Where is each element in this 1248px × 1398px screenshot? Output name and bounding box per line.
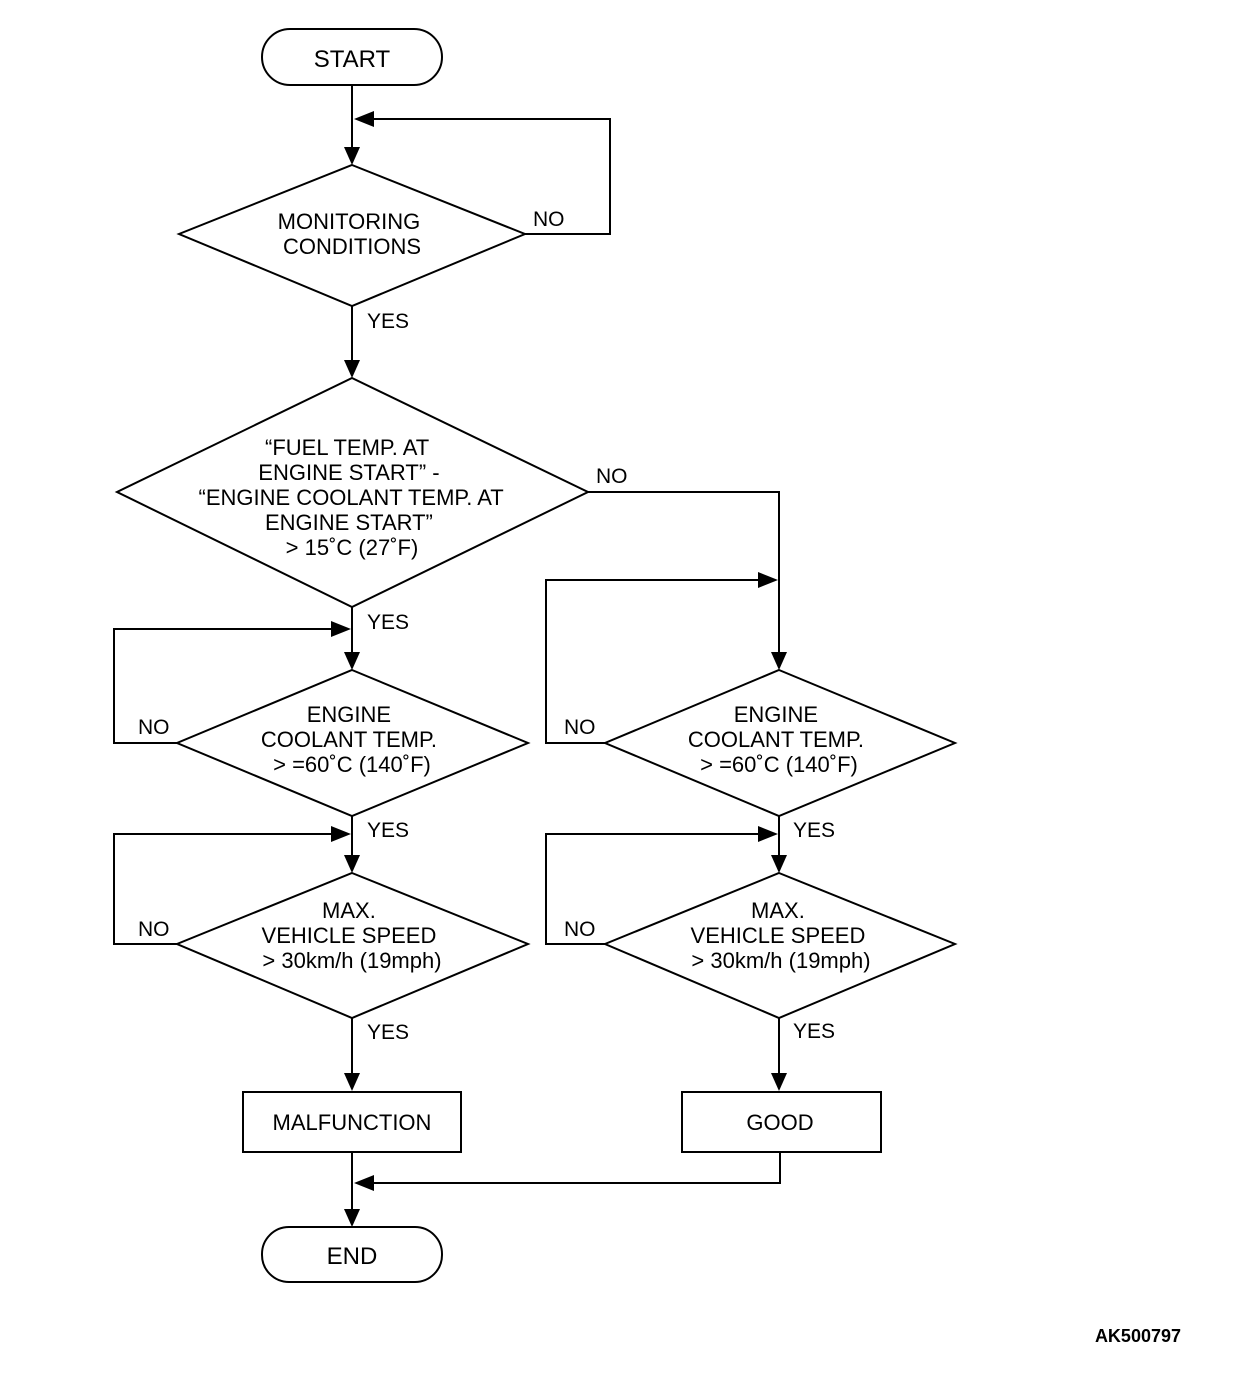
edge-coolant-left-no-loop bbox=[113, 628, 335, 744]
arrowhead-down bbox=[344, 147, 360, 165]
svg-text:“FUEL TEMP. AT ENGINE ST: “FUEL TEMP. AT ENGINE START” - “ENGINE C… bbox=[199, 435, 510, 560]
speed-left-line-3: > 30km/h (19mph) bbox=[262, 948, 441, 973]
arrowheads bbox=[331, 111, 787, 1227]
monitoring-conditions-decision: MONITORING CONDITIONS bbox=[176, 163, 528, 308]
reference-code: AK500797 bbox=[1095, 1326, 1181, 1346]
vehicle-speed-left-decision: MAX. VEHICLE SPEED > 30km/h (19mph) bbox=[174, 871, 531, 1020]
coolant-left-line-2: COOLANT TEMP. bbox=[261, 727, 437, 752]
edge-coolant-right-no-loop bbox=[545, 579, 762, 744]
start-label: START bbox=[314, 46, 391, 73]
arrowhead-left bbox=[354, 1175, 374, 1191]
vehicle-speed-right-decision: MAX. VEHICLE SPEED > 30km/h (19mph) bbox=[602, 871, 958, 1020]
svg-text:ENGINE COOLANT TEMP.: ENGINE COOLANT TEMP. > =60˚C (140˚F) bbox=[688, 702, 870, 777]
coolant-right-yes-label: YES bbox=[793, 819, 835, 842]
fuel-temp-line-1: “FUEL TEMP. AT bbox=[265, 435, 429, 460]
svg-text:MAX. VEHICLE SPEED: MAX. VEHICLE SPEED > 30km/h (19mph) bbox=[262, 898, 443, 973]
fuel-temp-no-label: NO bbox=[596, 465, 628, 488]
arrowhead-down bbox=[771, 855, 787, 873]
malfunction-label: MALFUNCTION bbox=[273, 1110, 432, 1135]
fuel-temp-line-3: “ENGINE COOLANT TEMP. AT bbox=[199, 485, 504, 510]
speed-right-no-label: NO bbox=[564, 918, 596, 941]
monitoring-yes-label: YES bbox=[367, 310, 409, 333]
arrowhead-down bbox=[344, 652, 360, 670]
edge-labels: NO YES NO YES NO YES NO YES NO YES NO YE… bbox=[138, 208, 835, 1044]
good-label: GOOD bbox=[746, 1110, 813, 1135]
start-node: START bbox=[261, 28, 443, 86]
fuel-temp-decision: “FUEL TEMP. AT ENGINE START” - “ENGINE C… bbox=[114, 376, 591, 609]
coolant-right-line-2: COOLANT TEMP. bbox=[688, 727, 864, 752]
speed-left-line-2: VEHICLE SPEED bbox=[262, 923, 437, 948]
arrowhead-left bbox=[354, 111, 374, 127]
good-node: GOOD bbox=[681, 1091, 882, 1153]
speed-left-line-1: MAX. bbox=[322, 898, 376, 923]
monitoring-no-label: NO bbox=[533, 208, 565, 231]
fuel-temp-line-4: ENGINE START” bbox=[265, 510, 433, 535]
arrowhead-right bbox=[758, 826, 778, 842]
arrowhead-down bbox=[344, 1073, 360, 1091]
fuel-temp-line-2: ENGINE START” - bbox=[258, 460, 439, 485]
edge-fuel-temp-no-to-coolant-right bbox=[588, 491, 780, 655]
edge-monitoring-no-loop bbox=[370, 118, 611, 235]
arrowhead-down bbox=[344, 855, 360, 873]
edge-speed-left-no-loop bbox=[113, 833, 335, 945]
speed-right-line-3: > 30km/h (19mph) bbox=[691, 948, 870, 973]
arrowhead-down bbox=[344, 1209, 360, 1227]
arrowhead-right bbox=[331, 621, 351, 637]
fuel-temp-line-5: > 15˚C (27˚F) bbox=[286, 535, 419, 560]
arrowhead-down bbox=[771, 652, 787, 670]
speed-left-no-label: NO bbox=[138, 918, 170, 941]
coolant-left-yes-label: YES bbox=[367, 819, 409, 842]
end-node: END bbox=[261, 1226, 443, 1283]
end-label: END bbox=[327, 1243, 378, 1270]
speed-right-line-1: MAX. bbox=[751, 898, 805, 923]
edge-good-to-end bbox=[370, 1152, 781, 1184]
speed-left-yes-label: YES bbox=[367, 1021, 409, 1044]
svg-text:MONITORING CONDITIONS: MONITORING CONDITIONS bbox=[278, 209, 427, 259]
svg-text:MAX. VEHICLE SPEED: MAX. VEHICLE SPEED > 30km/h (19mph) bbox=[691, 898, 872, 973]
coolant-left-line-3: > =60˚C (140˚F) bbox=[273, 752, 431, 777]
monitoring-line-1: MONITORING bbox=[278, 209, 421, 234]
coolant-left-no-label: NO bbox=[138, 716, 170, 739]
malfunction-node: MALFUNCTION bbox=[242, 1091, 462, 1153]
fuel-temp-yes-label: YES bbox=[367, 611, 409, 634]
coolant-right-line-3: > =60˚C (140˚F) bbox=[700, 752, 858, 777]
coolant-right-line-1: ENGINE bbox=[734, 702, 818, 727]
coolant-left-line-1: ENGINE bbox=[307, 702, 391, 727]
connectors bbox=[113, 85, 781, 1212]
speed-right-line-2: VEHICLE SPEED bbox=[691, 923, 866, 948]
edge-speed-right-no-loop bbox=[545, 833, 762, 945]
speed-right-yes-label: YES bbox=[793, 1020, 835, 1043]
arrowhead-right bbox=[758, 572, 778, 588]
monitoring-line-2: CONDITIONS bbox=[283, 234, 421, 259]
svg-text:ENGINE COOLANT TEMP.: ENGINE COOLANT TEMP. > =60˚C (140˚F) bbox=[261, 702, 443, 777]
coolant-temp-right-decision: ENGINE COOLANT TEMP. > =60˚C (140˚F) bbox=[602, 668, 958, 818]
arrowhead-down bbox=[344, 360, 360, 378]
arrowhead-right bbox=[331, 826, 351, 842]
coolant-right-no-label: NO bbox=[564, 716, 596, 739]
arrowhead-down bbox=[771, 1073, 787, 1091]
coolant-temp-left-decision: ENGINE COOLANT TEMP. > =60˚C (140˚F) bbox=[174, 668, 531, 818]
